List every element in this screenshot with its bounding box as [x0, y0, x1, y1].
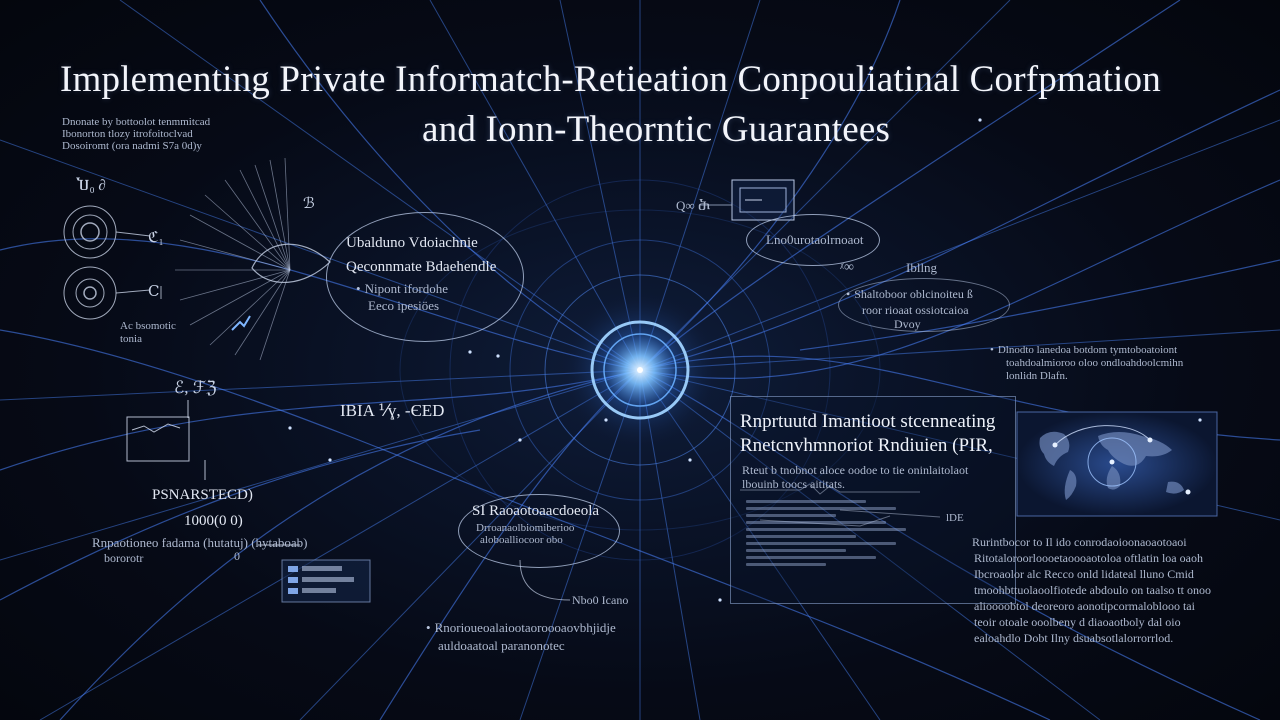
bottom-oval-line-2: Drroanaolbiomiberioo — [476, 522, 575, 534]
paren-note-2: bororotr — [104, 551, 144, 565]
top-right-label-ibing: Ibllng — [906, 260, 938, 275]
bottom-right-text-4: tmoohbttuolaoolfiotede abdoulo on taalso… — [974, 583, 1211, 597]
right-panel-sub-1: Rteut b tnobnot aloce oodoe to tie oninl… — [742, 463, 969, 477]
top-right-note-2: roor rioaat ossiotcaioa — [862, 303, 969, 317]
left-node-circles — [63, 205, 151, 320]
bottom-oval-line-3: aloboalliocoor obo — [480, 534, 563, 546]
top-right-label-x: ᵡ∞ — [840, 260, 854, 275]
core-rings — [399, 179, 881, 561]
diagram-title-line-1: Implementing Private Informatch-Retieati… — [60, 59, 1161, 100]
center-oval-line-3: Nipont ifordohe — [356, 282, 448, 295]
center-oval — [326, 212, 524, 342]
left-caption-1: Ac bsomotic — [120, 320, 176, 332]
psn-label: PSNARSTECD) — [152, 487, 253, 503]
fan-label: ℬ — [303, 196, 315, 212]
circle-node-label-2: Ⅽ| — [148, 284, 163, 300]
world-map-inset — [1016, 411, 1218, 517]
top-left-note-3: Dosoiromt (ora nadmi S7a 0d)y — [62, 140, 202, 152]
circle-node-label-1: ℭ₁ — [148, 230, 164, 246]
bottom-bullet-line-2: auldoaatoal paranonotec — [438, 638, 565, 653]
top-right-oval — [746, 214, 880, 266]
top-right-note-3: Dvoy — [894, 317, 921, 331]
top-right-desc-2: toahdoalmioroo oloo ondloahdoolcmihn — [1006, 357, 1184, 369]
top-left-note-2: Ibonorton tlozy itrofoitoclvad — [62, 128, 193, 140]
top-right-note-oval — [838, 278, 1010, 332]
connector-lines — [519, 483, 941, 601]
psn-value: 1000(0 0) — [184, 513, 243, 529]
right-panel-side-label: lDE — [946, 512, 964, 524]
diagram-title-line-2: and Ionn-Theorntic Guarantees — [422, 109, 891, 150]
core-dot — [637, 367, 643, 373]
bottom-right-text-6: teoir otoale ooolbeny d diaoaotboly dal … — [974, 615, 1181, 629]
bottom-oval-line-1: SI Raoaotoaacdoeola — [472, 503, 600, 519]
bottom-right-text-5: alioooobtol deoreoro aonotipcormaloblooo… — [974, 599, 1195, 613]
paren-note: Rnpaotioneo fadama (hutatuj) (hytaboab) — [92, 535, 308, 550]
bottom-oval — [458, 494, 620, 568]
center-formula: IBIA ⅟ɣ, -ЄЕD — [340, 401, 445, 420]
formula-ef: ℰ, ℱℨ — [174, 378, 217, 397]
top-left-note-1: Dnonate by bottoolot tenmmitcad — [62, 116, 211, 128]
bottom-node-label: Nbo0 Icano — [572, 593, 629, 607]
right-panel-sub-2: lbouinb toocs aititats. — [742, 477, 845, 491]
top-right-oval-label: Lno0urotaolrnoaot — [766, 232, 864, 247]
top-right-note-1: Shaltoboor oblcinoiteu ß — [846, 288, 973, 300]
left-marker-label: Ⴎ₀ ∂ — [76, 178, 106, 194]
sparkle-nodes — [288, 118, 1202, 602]
bottom-right-text-2: Ritotaloroorloooetaoooaotoloa oftlatin l… — [974, 551, 1203, 565]
bottom-right-text-7: ealoahdlo Dobt Ilny dsuabsotlalorrorrlod… — [974, 631, 1174, 645]
right-panel-text-lines — [740, 496, 940, 570]
top-right-label-q: Q∞ Ⴋ — [676, 198, 711, 213]
right-info-panel — [730, 396, 1016, 604]
right-panel-heading-2: Rnetcnvhmnoriot Rndiuien (PIR, — [740, 435, 993, 456]
bottom-right-text-3: Ibcroaolor alc Recco onld lidateal lluno… — [974, 567, 1194, 581]
core-ring-bright — [590, 320, 690, 420]
left-caption-2: tonia — [120, 333, 142, 345]
bottom-bullet-line-1: Rnorioueoalaiootaoroooaovbhjidje — [426, 621, 616, 634]
center-oval-line-4: Eeco ipesiöes — [368, 298, 440, 313]
center-oval-line-1: Ubalduno Vdoiachnie — [346, 235, 478, 251]
bottom-right-text-1: Rurintbocor to Il ido conrodaoioonaoaoto… — [972, 535, 1187, 549]
left-sparkle — [231, 315, 251, 331]
right-panel-heading-1: Rnprtuutd Imantioot stcenneating — [740, 411, 996, 432]
top-right-desc-3: lonlidn Dlafn. — [1006, 370, 1068, 382]
paren-zero: 0 — [234, 549, 240, 563]
top-right-desc-1: Dlnodto lanedoa botdom tymtoboatoiont — [990, 344, 1177, 356]
bottom-left-list-panel — [281, 559, 371, 603]
center-oval-line-2: Qeconnmate Bdaehendle — [346, 259, 497, 275]
core-ring-inner — [603, 333, 677, 407]
left-mini-graph — [126, 400, 300, 546]
top-right-screen — [700, 179, 795, 221]
